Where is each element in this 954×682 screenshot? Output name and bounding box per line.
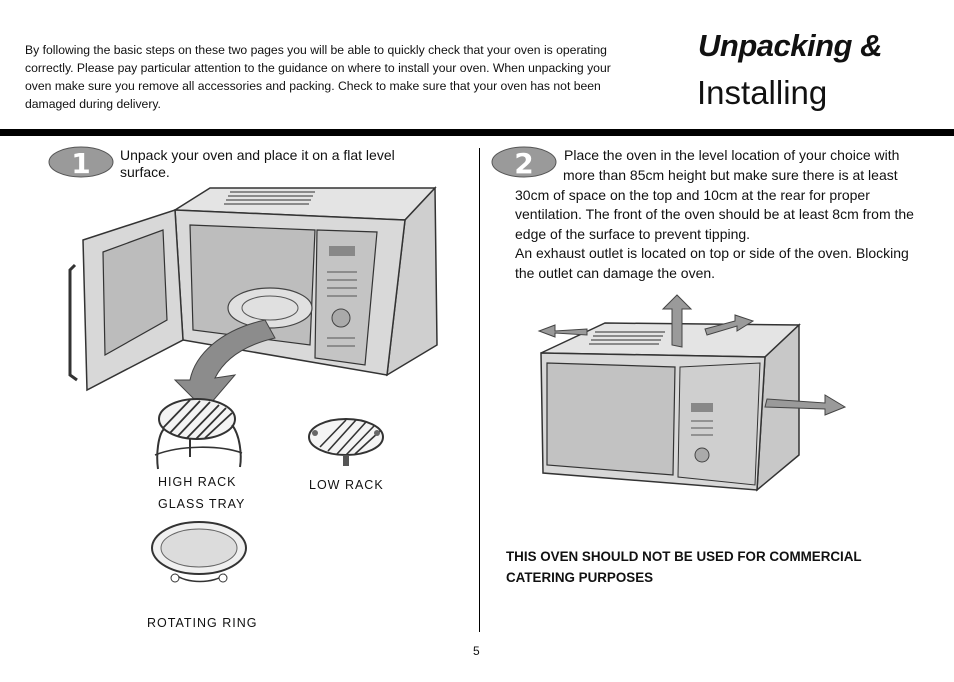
page-title-line2: Installing [697, 74, 828, 111]
step-2-text-line3: 30cm of space on the top and 10cm at the… [515, 186, 914, 242]
glass-tray-illustration [151, 521, 247, 583]
glass-tray-label: GLASS TRAY [158, 497, 246, 511]
high-rack-illustration [154, 398, 243, 470]
column-divider [479, 148, 480, 632]
step-1-text: Unpack your oven and place it on a flat … [120, 147, 395, 180]
low-rack-illustration [308, 418, 384, 466]
commercial-use-warning: THIS OVEN SHOULD NOT BE USED FOR COMMERC… [506, 549, 862, 585]
oven-open-door-illustration [68, 186, 438, 411]
page-number: 5 [473, 644, 480, 658]
step-2-text-body: more than 85cm height but make sure ther… [515, 166, 915, 284]
step-2-badge: 2 [491, 146, 557, 180]
step-2-text-line1: Place the oven in the level location of … [564, 147, 900, 163]
intro-paragraph: By following the basic steps on these tw… [25, 43, 611, 111]
page-title-line1: Unpacking & [698, 28, 882, 63]
header-rule [0, 129, 954, 136]
high-rack-label: HIGH RACK [158, 475, 237, 489]
oven-ventilation-illustration [537, 294, 847, 492]
step-1-number: 1 [71, 147, 90, 180]
low-rack-label: LOW RACK [309, 478, 384, 492]
rotating-ring-label: ROTATING RING [147, 616, 258, 630]
step-2-text-line4: An exhaust outlet is located on top or s… [515, 245, 909, 281]
step-1-badge: 1 [48, 146, 114, 180]
step-2-number: 2 [514, 147, 533, 180]
step-2-text-line2: more than 85cm height but make sure ther… [563, 167, 898, 183]
